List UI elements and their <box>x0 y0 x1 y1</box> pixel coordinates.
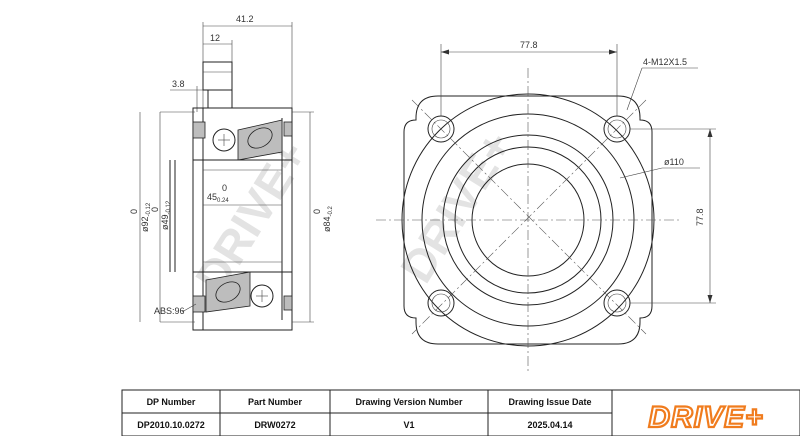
header-part-number: Part Number <box>248 397 303 407</box>
header-issue-date: Drawing Issue Date <box>508 397 591 407</box>
header-version: Drawing Version Number <box>355 397 463 407</box>
dim-small: 3.8 <box>172 79 185 89</box>
dim-d-inner-sup: 0 <box>150 207 160 212</box>
brand-logo: DRIVE+ <box>647 400 763 435</box>
dim-hole-spacing-v: 77.8 <box>695 208 705 226</box>
title-block: DP Number Part Number Drawing Version Nu… <box>121 389 800 436</box>
dim-thread: 4-M12X1.5 <box>643 57 687 67</box>
value-dp-number: DP2010.10.0272 <box>137 420 205 430</box>
dim-d-outer-base: ø84 <box>322 216 332 232</box>
dim-d-outer: ø84-0.2 <box>322 205 334 232</box>
dim-d-inner: ø49-0.12 <box>160 200 172 230</box>
dim-d-outer-sub: -0.2 <box>328 205 334 216</box>
dim-d-inner-base: ø49 <box>160 214 170 230</box>
dim-bore-inner: 450.24 <box>207 192 229 204</box>
header-dp-number: DP Number <box>147 397 196 407</box>
value-part-number: DRW0272 <box>254 420 295 430</box>
front-view: 77.8 4-M12X1.5 ø110 77.8 <box>376 40 716 372</box>
dim-flange: 12 <box>210 33 220 43</box>
brand-logo-text: DRIVE+ <box>648 401 763 434</box>
dim-d-outer-sup: 0 <box>312 209 322 214</box>
dim-d-sensor: ø92-0.12 <box>140 202 152 232</box>
dim-d-sensor-base: ø92 <box>140 216 150 232</box>
dim-d-sensor-sup: 0 <box>129 209 139 214</box>
dim-bore-inner-sup: 0 <box>222 183 227 193</box>
dim-hole-spacing-h: 77.8 <box>520 40 538 50</box>
dim-d-sensor-sub: -0.12 <box>146 202 152 216</box>
dim-width: 41.2 <box>236 14 254 24</box>
dim-bore-inner-sub: 0.24 <box>217 198 229 204</box>
dim-diameter: ø110 <box>664 157 684 167</box>
side-view: 41.2 12 3.8 <box>129 14 334 331</box>
value-version: V1 <box>403 420 414 430</box>
value-issue-date: 2025.04.14 <box>527 420 572 430</box>
dim-bore-inner-base: 45 <box>207 192 217 202</box>
dim-d-inner-sub: -0.12 <box>166 200 172 214</box>
abs-label: ABS:96 <box>154 306 185 316</box>
